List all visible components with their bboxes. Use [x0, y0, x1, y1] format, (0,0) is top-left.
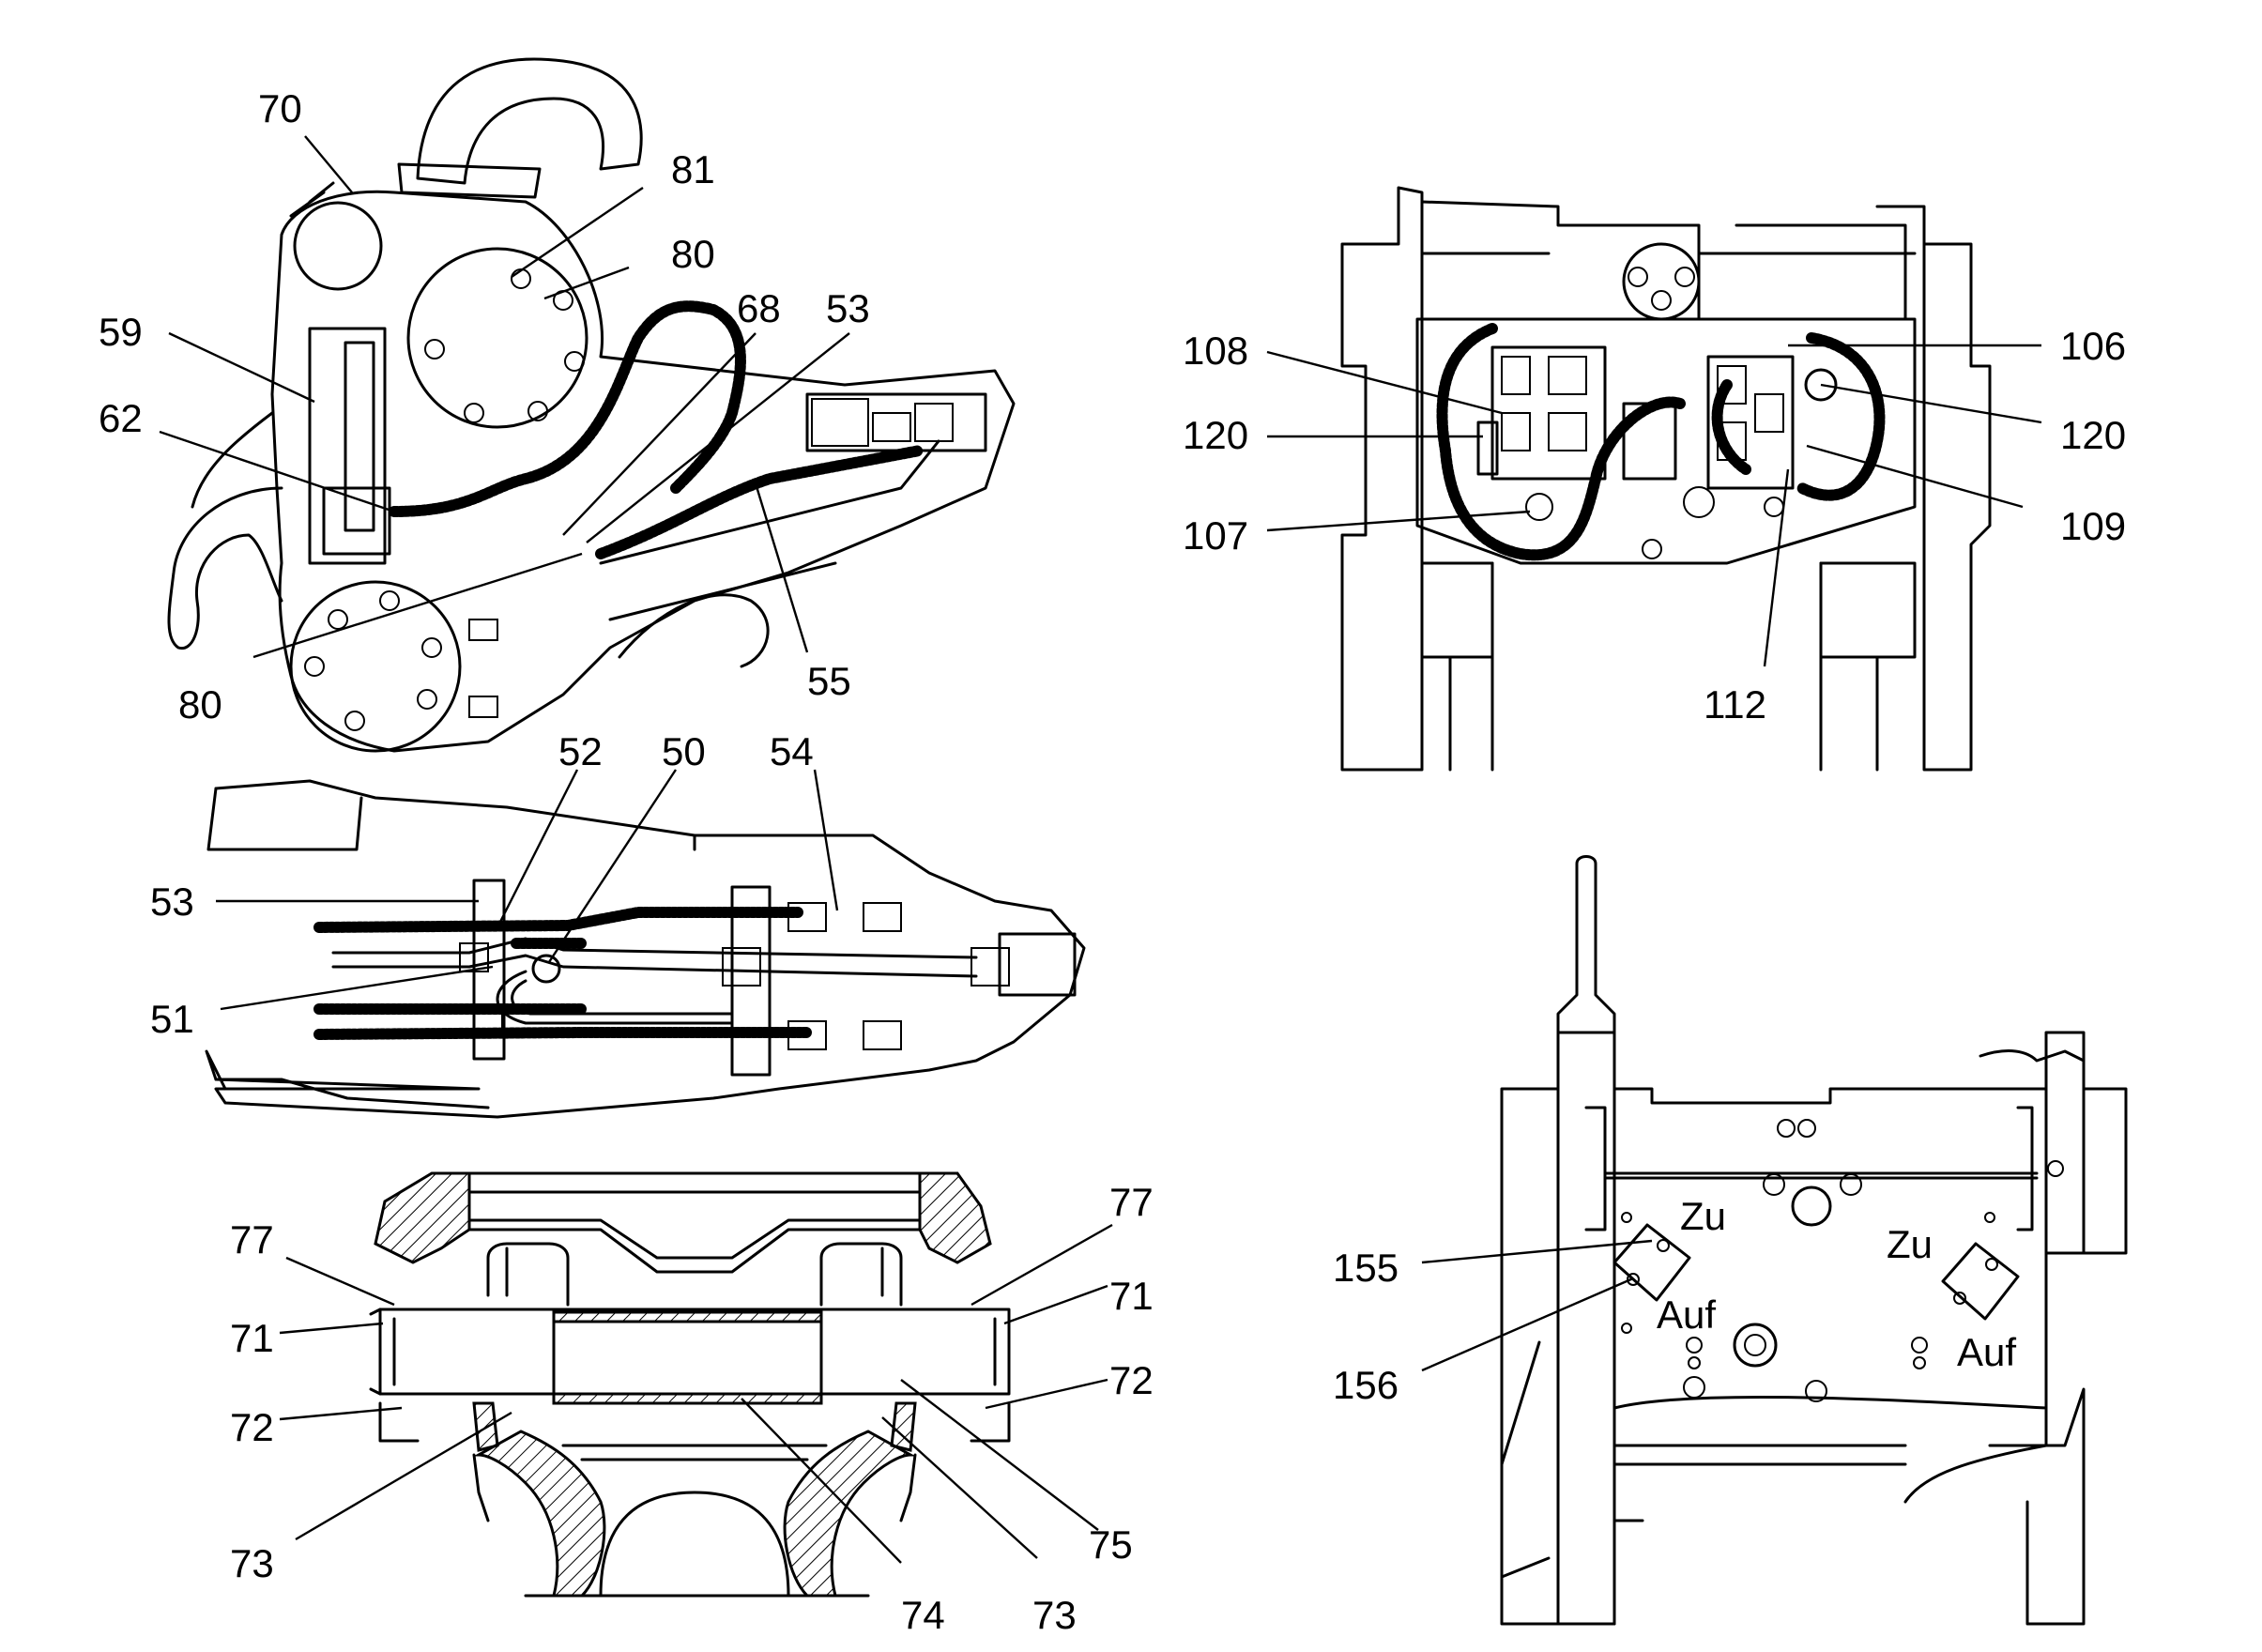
- callout-74: 74: [901, 1593, 945, 1637]
- callout-71-right: 71: [1109, 1274, 1154, 1318]
- callout-80-upper: 80: [671, 232, 715, 276]
- plate-label-zu-right: Zu: [1887, 1222, 1933, 1266]
- callout-52: 52: [558, 729, 603, 773]
- callout-77-right: 77: [1109, 1180, 1154, 1224]
- callout-62: 62: [99, 396, 143, 440]
- callout-108: 108: [1183, 329, 1248, 373]
- callout-77-left: 77: [230, 1217, 274, 1262]
- plate-label-auf-right: Auf: [1957, 1330, 2016, 1374]
- rear-view-valve-block: [1340, 186, 1992, 772]
- plate-label-zu-left: Zu: [1680, 1194, 1726, 1238]
- callout-106: 106: [2060, 324, 2126, 368]
- callout-73-right: 73: [1032, 1593, 1077, 1637]
- top-view-coupler: [205, 779, 1086, 1119]
- callout-109: 109: [2060, 504, 2126, 548]
- callout-120-left: 120: [1183, 413, 1248, 457]
- plate-label-auf-left: Auf: [1657, 1293, 1716, 1337]
- callout-155: 155: [1333, 1246, 1398, 1290]
- callout-72-left: 72: [230, 1405, 274, 1449]
- callout-55: 55: [807, 659, 851, 703]
- callout-53-upper: 53: [826, 286, 870, 330]
- callout-80-lower: 80: [178, 682, 222, 727]
- callout-53-lower: 53: [150, 880, 194, 924]
- callout-70: 70: [258, 86, 302, 130]
- callout-50: 50: [662, 729, 706, 773]
- callout-labels: 70 81 80 59 68 53 62 80 55 52 50 54 53 5…: [99, 86, 2126, 1637]
- callout-112: 112: [1704, 682, 1766, 727]
- callout-51: 51: [150, 997, 194, 1041]
- callout-73-left: 73: [230, 1541, 274, 1585]
- side-view-quick-coupler: [167, 57, 1016, 753]
- callout-156: 156: [1333, 1363, 1398, 1407]
- callout-120-right: 120: [2060, 413, 2126, 457]
- callout-107: 107: [1183, 513, 1248, 558]
- section-view-pin-bearing: [369, 1171, 1011, 1598]
- callout-54: 54: [770, 729, 814, 773]
- callout-59: 59: [99, 310, 143, 354]
- callout-72-right: 72: [1109, 1358, 1154, 1402]
- front-view-plate: [1500, 855, 2128, 1626]
- callout-81: 81: [671, 147, 715, 191]
- callout-75: 75: [1089, 1522, 1133, 1567]
- leader-lines: [159, 135, 2042, 1564]
- callout-68: 68: [737, 286, 781, 330]
- callout-71-left: 71: [230, 1316, 274, 1360]
